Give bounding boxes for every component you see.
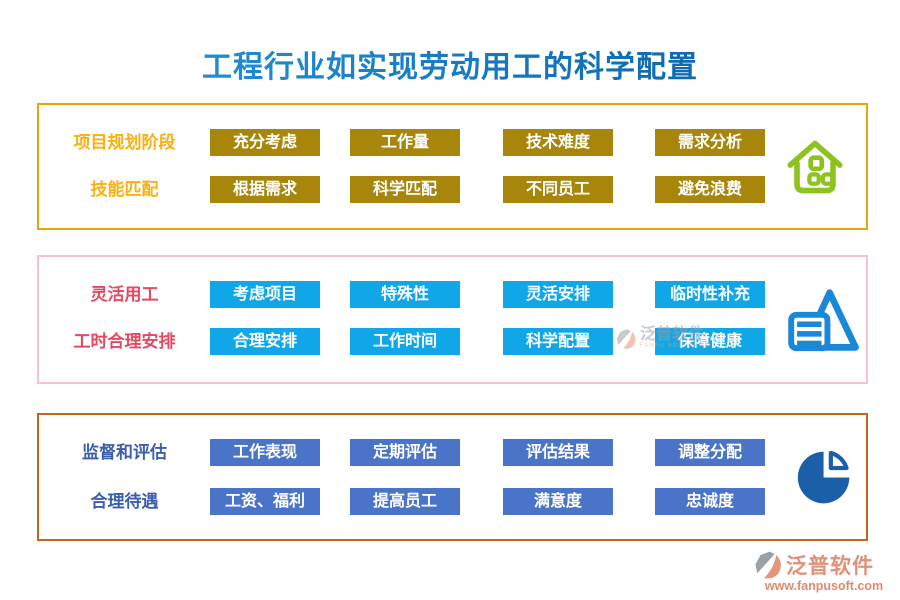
pyramid-list-icon — [788, 288, 859, 351]
tag-button: 科学匹配 — [350, 176, 460, 203]
row-skill-matching: 技能匹配 根据需求 科学匹配 不同员工 避免浪费 — [39, 176, 866, 203]
tag-button: 根据需求 — [210, 176, 320, 203]
tag-button: 工作时间 — [350, 328, 460, 355]
section-supervision-evaluation: 监督和评估 工作表现 定期评估 评估结果 调整分配 合理待遇 工资、福利 提高员… — [37, 413, 868, 541]
row-working-hours: 工时合理安排 合理安排 工作时间 科学配置 保障健康 — [39, 328, 866, 355]
tag-button: 不同员工 — [503, 176, 613, 203]
tag-button: 工作量 — [350, 129, 460, 156]
tag-button: 工资、福利 — [210, 488, 320, 515]
tag-button: 保障健康 — [655, 328, 765, 355]
tag-button: 需求分析 — [655, 129, 765, 156]
tag-button: 调整分配 — [655, 439, 765, 466]
tag-button: 特殊性 — [350, 281, 460, 308]
tag-button: 忠诚度 — [655, 488, 765, 515]
tag-button: 灵活安排 — [503, 281, 613, 308]
tag-button: 临时性补充 — [655, 281, 765, 308]
row-label-fair-treatment: 合理待遇 — [90, 492, 159, 511]
tag-button: 评估结果 — [503, 439, 613, 466]
row-fair-treatment: 合理待遇 工资、福利 提高员工 满意度 忠诚度 — [39, 488, 866, 515]
brand-url: www.fanpusoft.com — [764, 579, 884, 593]
row-label-supervision: 监督和评估 — [82, 443, 167, 462]
tag-button: 科学配置 — [503, 328, 613, 355]
tag-button: 充分考虑 — [210, 129, 320, 156]
brand-logo: 泛普软件 www.fanpusoft.com — [753, 550, 895, 593]
tag-button: 合理安排 — [210, 328, 320, 355]
tag-button: 避免浪费 — [655, 176, 765, 203]
tag-button: 定期评估 — [350, 439, 460, 466]
row-label-skill-matching: 技能匹配 — [90, 180, 159, 199]
tag-button: 考虑项目 — [210, 281, 320, 308]
page-title: 工程行业如实现劳动用工的科学配置 — [0, 42, 900, 86]
row-supervision: 监督和评估 工作表现 定期评估 评估结果 调整分配 — [39, 439, 866, 466]
row-label-project-planning: 项目规划阶段 — [73, 133, 176, 152]
tag-button: 满意度 — [503, 488, 613, 515]
brand-name: 泛普软件 — [786, 555, 874, 578]
section-flexible-employment: 灵活用工 考虑项目 特殊性 灵活安排 临时性补充 工时合理安排 合理安排 工作时… — [37, 255, 868, 384]
row-label-working-hours: 工时合理安排 — [73, 332, 176, 351]
fanpu-logo-icon — [755, 551, 781, 579]
house-icon — [787, 140, 843, 193]
row-flexible-employment: 灵活用工 考虑项目 特殊性 灵活安排 临时性补充 — [39, 281, 866, 308]
section-project-planning: 项目规划阶段 充分考虑 工作量 技术难度 需求分析 技能匹配 根据需求 科学匹配… — [37, 103, 868, 230]
row-project-planning: 项目规划阶段 充分考虑 工作量 技术难度 需求分析 — [39, 129, 866, 156]
tag-button: 提高员工 — [350, 488, 460, 515]
tag-button: 工作表现 — [210, 439, 320, 466]
row-label-flexible-employment: 灵活用工 — [90, 285, 159, 304]
pie-chart-icon — [797, 450, 850, 504]
tag-button: 技术难度 — [503, 129, 613, 156]
